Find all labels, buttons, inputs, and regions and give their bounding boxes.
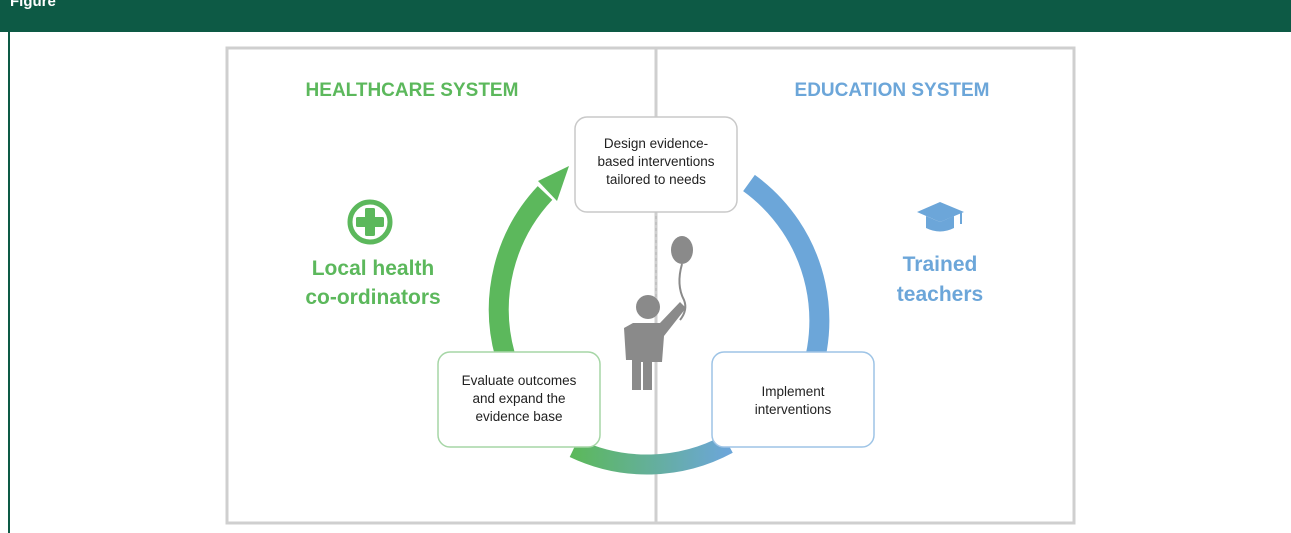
step-evaluate-line1: Evaluate outcomes (462, 373, 577, 388)
step-box-evaluate (437, 351, 601, 448)
local-health-label-line2: co-ordinators (305, 286, 440, 309)
cycle-arc-transition (569, 435, 733, 475)
trained-teachers-label-line2: teachers (897, 283, 983, 306)
trained-teachers-label-line1: Trained (903, 253, 978, 276)
step-implement-line2: interventions (755, 402, 832, 417)
step-implement-line1: Implement (761, 384, 824, 399)
step-box-design (574, 116, 738, 213)
step-evaluate-line3: evidence base (475, 409, 562, 424)
medical-cross-icon (347, 199, 393, 245)
local-health-label-line1: Local health (312, 257, 435, 280)
header-bar: Figure (0, 0, 1291, 32)
step-box-implement (711, 351, 875, 448)
step-design-line3: tailored to needs (606, 172, 706, 187)
education-system-title: EDUCATION SYSTEM (795, 80, 990, 101)
cycle-arrow-head (538, 166, 569, 201)
healthcare-system-title: HEALTHCARE SYSTEM (306, 80, 519, 101)
left-rule (8, 32, 10, 533)
graduation-cap-icon (917, 202, 964, 232)
step-evaluate-line2: and expand the (472, 391, 565, 406)
step-design-line1: Design evidence- (604, 136, 708, 151)
step-design-line2: based interventions (597, 154, 714, 169)
cycle-arc-healthcare (488, 186, 553, 358)
figure-caption: Figure (10, 0, 56, 10)
child-with-balloon-icon (624, 236, 693, 390)
